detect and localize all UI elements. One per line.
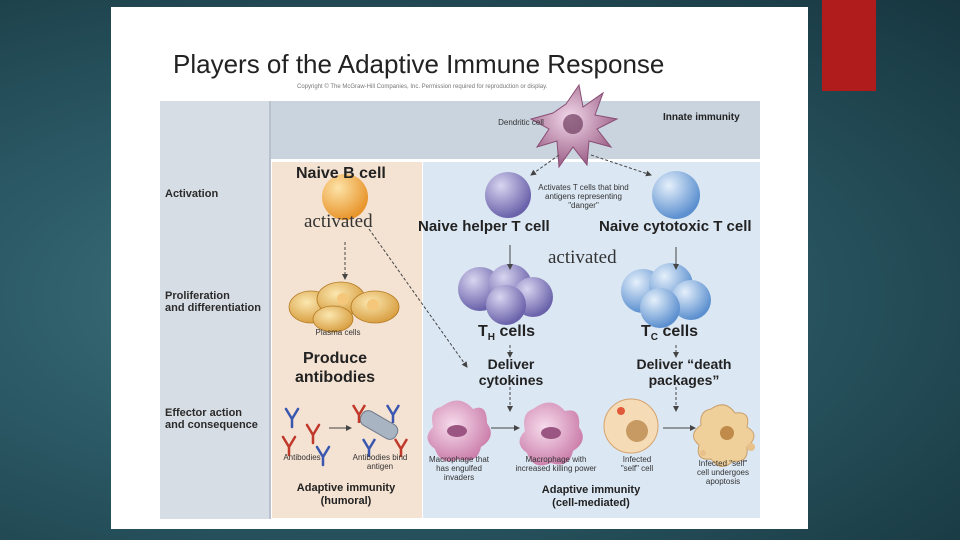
stage-column [160,101,271,519]
deliver-cytokines-label: Deliver cytokines [478,356,544,388]
macrophage-killing-icon [519,402,583,466]
apoptotic-cell-icon [693,404,755,467]
dendritic-cell-icon [529,83,619,169]
macrophage-killing-label: Macrophage with increased killing power [515,455,597,473]
naive-helper-t-cell-icon [485,172,531,218]
innate-immunity-band [271,101,760,159]
macrophage-engulfed-label: Macrophage that has engulfed invaders [428,455,490,482]
deliver-death-label: Deliver “death packages” [636,356,732,388]
plasma-cells-icon [288,281,400,333]
activates-t-cells-note: Activates T cells that bind antigens rep… [538,183,629,210]
infected-apoptosis-label: Infected "self" cell undergoes apoptosis [696,459,750,486]
naive-b-cell-label: Naive B cell [296,165,386,182]
th-cells-label: TH cells [478,323,536,344]
innate-immunity-label: Innate immunity [663,112,740,123]
slide: Players of the Adaptive Immune Response … [111,7,808,529]
stage-activation: Activation [165,188,219,200]
tc-cells-label: TC cells [641,323,699,344]
naive-helper-t-cell-label: Naive helper T cell [418,218,550,235]
slide-title: Players of the Adaptive Immune Response [173,49,665,79]
stage-effector: Effector action and consequence [165,407,258,431]
th-cells-icon [458,264,553,325]
activated-t-label: activated [548,247,617,268]
humoral-panel [272,162,422,518]
diagram-graphics [281,83,755,467]
naive-cytotoxic-t-cell-label: Naive cytotoxic T cell [599,218,752,235]
stage-proliferation: Proliferation and differentiation [165,290,261,314]
activated-b-label: activated [304,211,373,232]
tc-cells-icon [621,263,711,328]
produce-antibodies-label: Produce antibodies [294,350,375,386]
antibodies-label: Antibodies [283,453,321,462]
antibodies-icon [281,407,331,467]
macrophage-engulfed-icon [427,400,491,462]
cell-mediated-panel-label: Adaptive immunity (cell-mediated) [541,484,641,509]
antibodies-bind-antigen-icon [351,404,409,457]
plasma-cells-label: Plasma cells [315,328,361,337]
dendritic-cell-label: Dendritic cell [498,118,544,127]
naive-b-cell-icon [322,174,368,220]
copyright-line: Copyright © The McGraw-Hill Companies, I… [297,84,548,90]
antibodies-bind-label: Antibodies bind antigen [352,453,408,471]
red-accent-tab [822,0,876,91]
naive-cytotoxic-t-cell-icon [652,171,700,219]
infected-self-cell-icon [603,398,659,454]
flow-arrows [329,154,696,431]
infected-self-label: Infected "self" cell [620,455,654,473]
humoral-panel-label: Adaptive immunity (humoral) [296,482,396,507]
